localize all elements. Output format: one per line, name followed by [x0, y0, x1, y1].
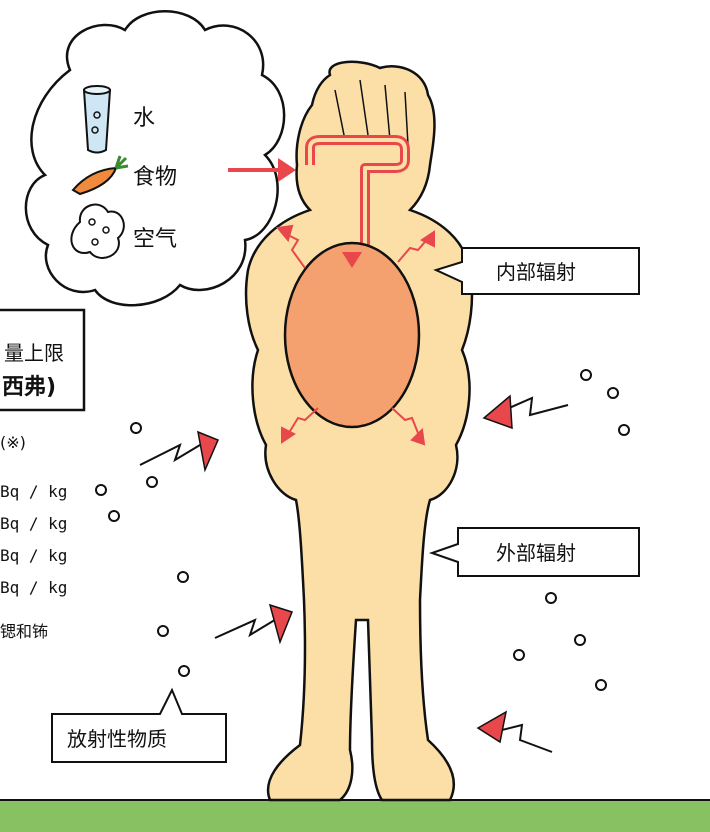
person-body — [244, 60, 474, 802]
carrot-icon — [71, 155, 129, 196]
radioactive-material-label: 放射性物质 — [67, 727, 167, 751]
internal-radiation-label: 内部辐射 — [496, 260, 576, 284]
limits-row-4: Bq / kg — [0, 578, 68, 597]
radioactive-particles — [95, 369, 630, 691]
limits-row-3: Bq / kg — [0, 546, 68, 565]
limit-box — [0, 308, 86, 412]
water-glass-icon — [82, 85, 112, 154]
limit-box-title: 量上限 — [4, 341, 64, 365]
source-food-label: 食物 — [133, 165, 178, 190]
ground — [0, 800, 710, 832]
intake-arrow-icon — [228, 158, 296, 182]
hair-detail — [334, 79, 409, 146]
external-radiation-label: 外部辐射 — [496, 541, 576, 565]
lightning-arrow-icon — [139, 394, 569, 753]
air-particle-icon — [70, 203, 125, 259]
limits-row-2: Bq / kg — [0, 514, 68, 533]
radioactive-callout — [51, 687, 227, 763]
source-cloud — [24, 10, 286, 307]
limits-footnote: 锶和钸 — [0, 622, 49, 641]
internal-callout — [433, 247, 640, 295]
internal-radiation-arrows — [276, 224, 435, 446]
organ — [283, 241, 421, 429]
limits-row-1: Bq / kg — [0, 482, 68, 501]
external-callout — [428, 527, 640, 577]
source-air-label: 空气 — [133, 227, 178, 252]
limit-box-unit: 西弗) — [2, 375, 57, 400]
down-arrow-icon — [342, 252, 362, 268]
source-water-label: 水 — [133, 106, 156, 131]
limits-note: (※) — [0, 433, 26, 452]
